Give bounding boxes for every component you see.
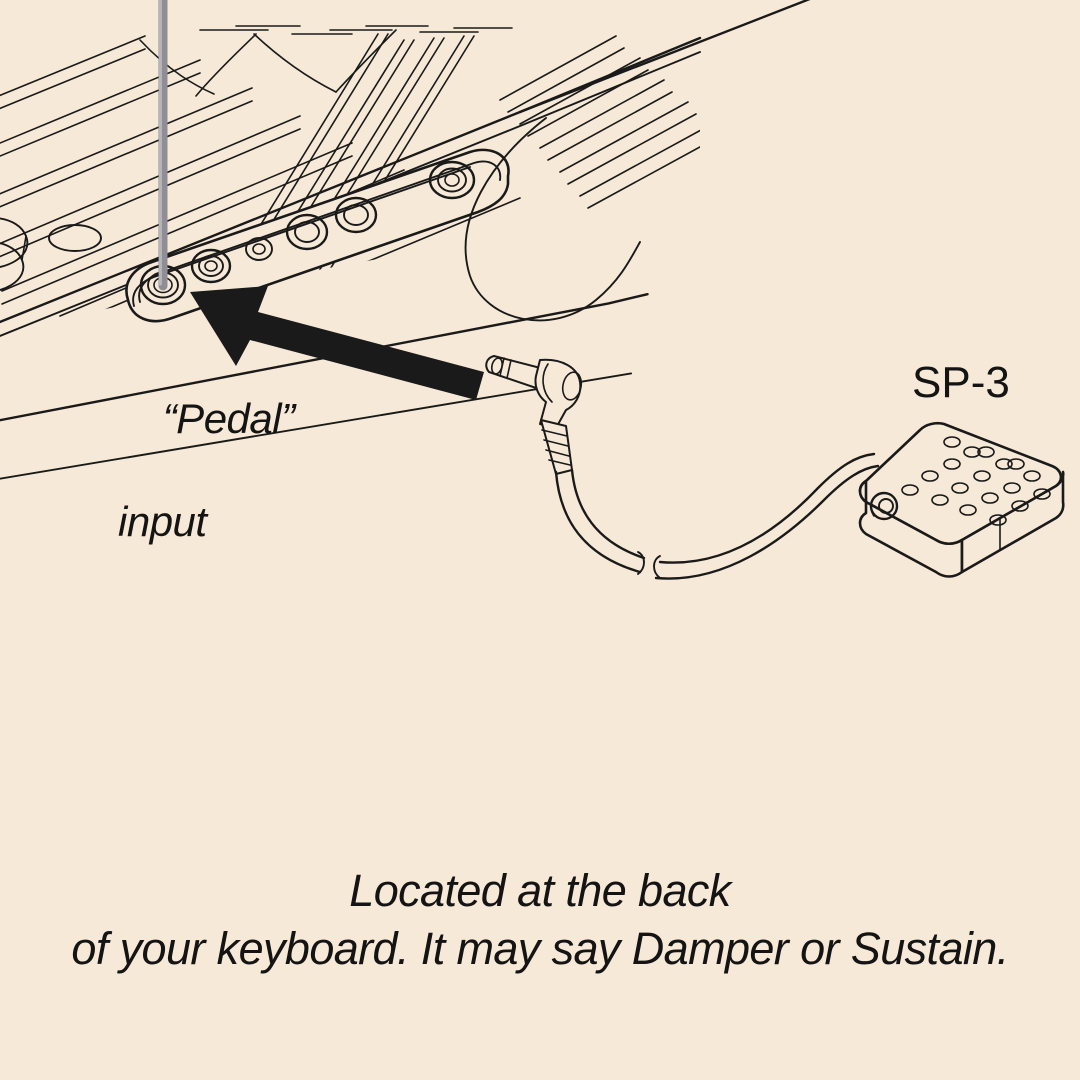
product-model-label: SP-3 [912, 358, 1010, 407]
pedal-cable [554, 452, 880, 580]
pedal-cable-connector [869, 491, 899, 521]
caption-line-2: of your keyboard. It may say Damper or S… [71, 922, 1009, 974]
pedal-input-callout-label: “Pedal” input [118, 342, 295, 649]
right-angle-plug [485, 355, 583, 475]
jack-socket-2 [190, 248, 232, 284]
jack-socket-5 [334, 196, 378, 234]
rear-jack-panel [125, 148, 510, 323]
body-bottom-edge [0, 372, 633, 483]
panel-oval-vent [48, 224, 102, 252]
pedal-input-label-line1: “Pedal” [162, 395, 295, 443]
jack-socket-4 [285, 213, 329, 251]
jack-socket-3-small [245, 237, 273, 261]
callout-arrow [190, 286, 484, 400]
jack-socket-6 [428, 160, 476, 200]
gray-pointer-rod [158, 0, 168, 291]
pedal-grip-dimples [901, 436, 1051, 526]
caption: Located at the back of your keyboard. It… [0, 862, 1080, 977]
body-front-edge [0, 292, 649, 426]
body-top-right-edge [518, 0, 811, 114]
sustain-pedal [858, 421, 1065, 578]
pedal-input-label-line2: input [118, 497, 207, 545]
rotary-knob [0, 217, 29, 291]
body-notch-cutout [464, 117, 641, 322]
caption-line-1: Located at the back [349, 865, 731, 916]
